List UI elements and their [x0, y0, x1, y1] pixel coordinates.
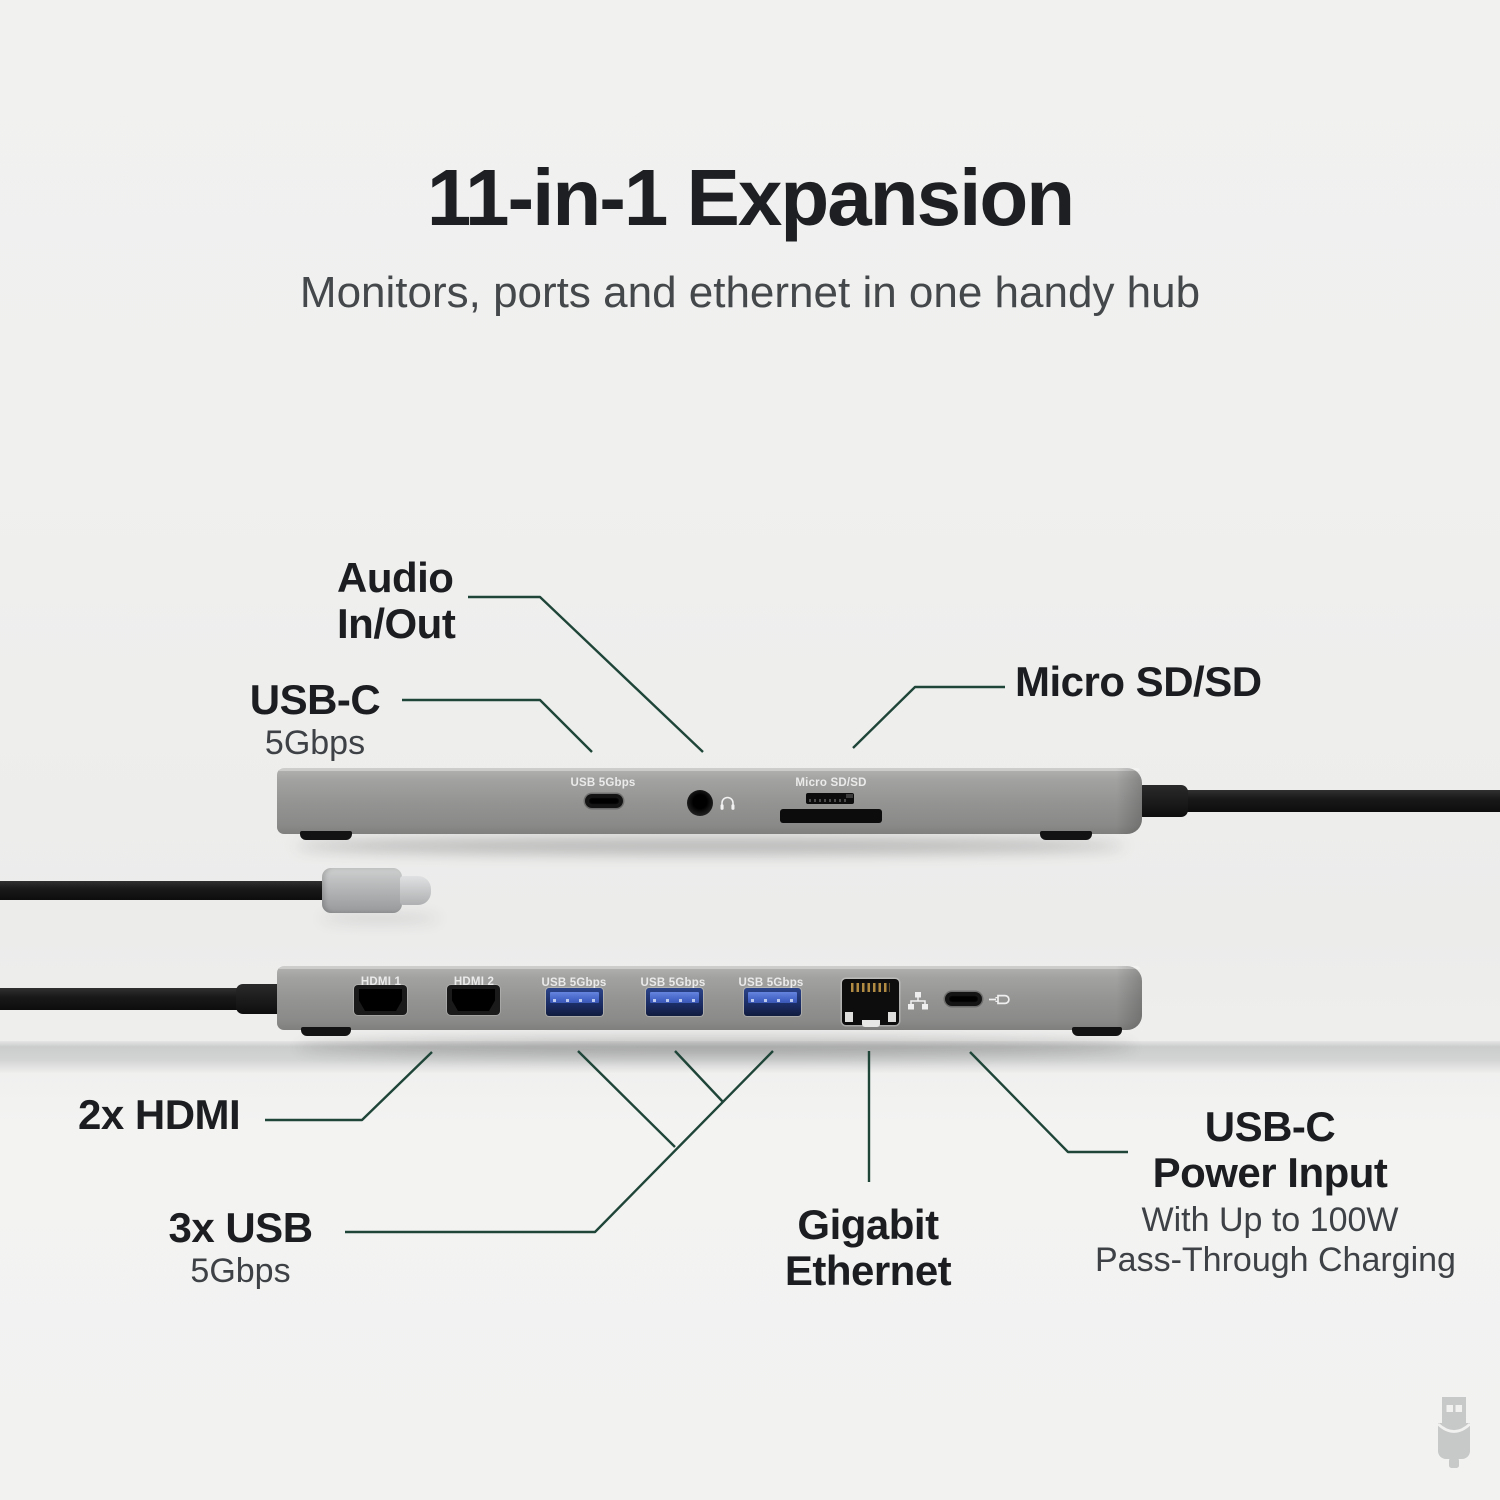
usbc-power-port: [945, 992, 982, 1006]
connector-shadow: [320, 914, 440, 923]
usbc-data-port: [585, 794, 623, 808]
hub-rear-view: USB 5Gbps Micro SD/SD: [277, 768, 1142, 840]
micro-sd-slot: [806, 793, 854, 804]
usbc-connector-tip: [400, 876, 431, 905]
host-cable-right: [1176, 790, 1500, 812]
callout-usb3x-sub: 5Gbps: [190, 1252, 291, 1290]
callout-power: USB-C Power Input With Up to 100W Pass-T…: [1095, 1103, 1456, 1280]
callout-microsd: Micro SD/SD: [1015, 658, 1262, 705]
hub-front-view: HDMI 1 HDMI 2 USB 5Gbps USB 5Gbps USB 5G…: [277, 966, 1142, 1036]
usbc-connector-body: [322, 868, 402, 913]
microsd-callout-line: [852, 685, 1005, 749]
dc-power-plug-icon: [989, 994, 1010, 1005]
audio-callout-line: [468, 595, 704, 753]
usbc-connector-cable: [0, 881, 328, 900]
usb1-port-label: USB 5Gbps: [541, 977, 607, 989]
rubber-foot: [1072, 1027, 1122, 1036]
callout-audio: Audio In/Out: [337, 554, 456, 647]
callout-power-line2: Power Input: [1152, 1149, 1388, 1196]
headphone-icon: [720, 796, 735, 810]
callout-usb3x: 3x USB 5Gbps: [148, 1205, 333, 1291]
callout-hdmi: 2x HDMI: [78, 1091, 241, 1138]
rubber-foot: [1040, 831, 1092, 840]
rubber-foot: [300, 831, 352, 840]
usb-a-port-3: [744, 988, 801, 1016]
usb-a-port-1: [546, 988, 603, 1016]
callout-power-sub1: With Up to 100W: [1141, 1201, 1399, 1239]
callout-usbc-top-label: USB-C: [249, 676, 381, 723]
callout-ethernet-line2: Ethernet: [784, 1247, 952, 1294]
usbc-top-callout-line: [402, 698, 593, 753]
rear-usbc-port-label: USB 5Gbps: [570, 777, 636, 789]
callout-ethernet-line1: Gigabit: [797, 1201, 939, 1248]
callout-audio-line1: Audio: [337, 554, 454, 601]
callout-ethernet: Gigabit Ethernet: [768, 1202, 968, 1294]
callout-power-sub2: Pass-Through Charging: [1095, 1241, 1456, 1279]
rear-sd-port-label: Micro SD/SD: [795, 777, 867, 789]
callout-power-line1: USB-C: [1204, 1103, 1336, 1150]
page-subtitle: Monitors, ports and ethernet in one hand…: [299, 268, 1201, 317]
callout-usb3x-label: 3x USB: [168, 1204, 313, 1251]
host-cable-boot: [1136, 785, 1188, 817]
hdmi2-port: [447, 985, 500, 1015]
usb3x-callout-main-line: [345, 1050, 774, 1234]
usb2-port-label: USB 5Gbps: [640, 977, 706, 989]
rear-hub-shadow: [295, 838, 1125, 854]
front-hub-shadow: [296, 1038, 1136, 1056]
page-title: 11-in-1 Expansion: [426, 153, 1075, 242]
ethernet-network-icon: [908, 992, 928, 1010]
callout-audio-line2: In/Out: [337, 600, 456, 647]
callout-usbc-top: USB-C 5Gbps: [240, 677, 390, 763]
callout-usbc-top-sub: 5Gbps: [264, 724, 366, 762]
usb-plug-logo-icon: [1437, 1397, 1471, 1468]
gigabit-ethernet-port: [842, 979, 899, 1027]
audio-jack-port: [687, 790, 713, 816]
sd-card-slot: [780, 809, 882, 823]
rubber-foot: [301, 1027, 351, 1036]
host-cable-left: [0, 988, 250, 1010]
host-cable-boot-left: [236, 984, 284, 1014]
usb3-port-label: USB 5Gbps: [738, 977, 804, 989]
hdmi1-port: [354, 985, 407, 1015]
usb-a-port-2: [646, 988, 703, 1016]
